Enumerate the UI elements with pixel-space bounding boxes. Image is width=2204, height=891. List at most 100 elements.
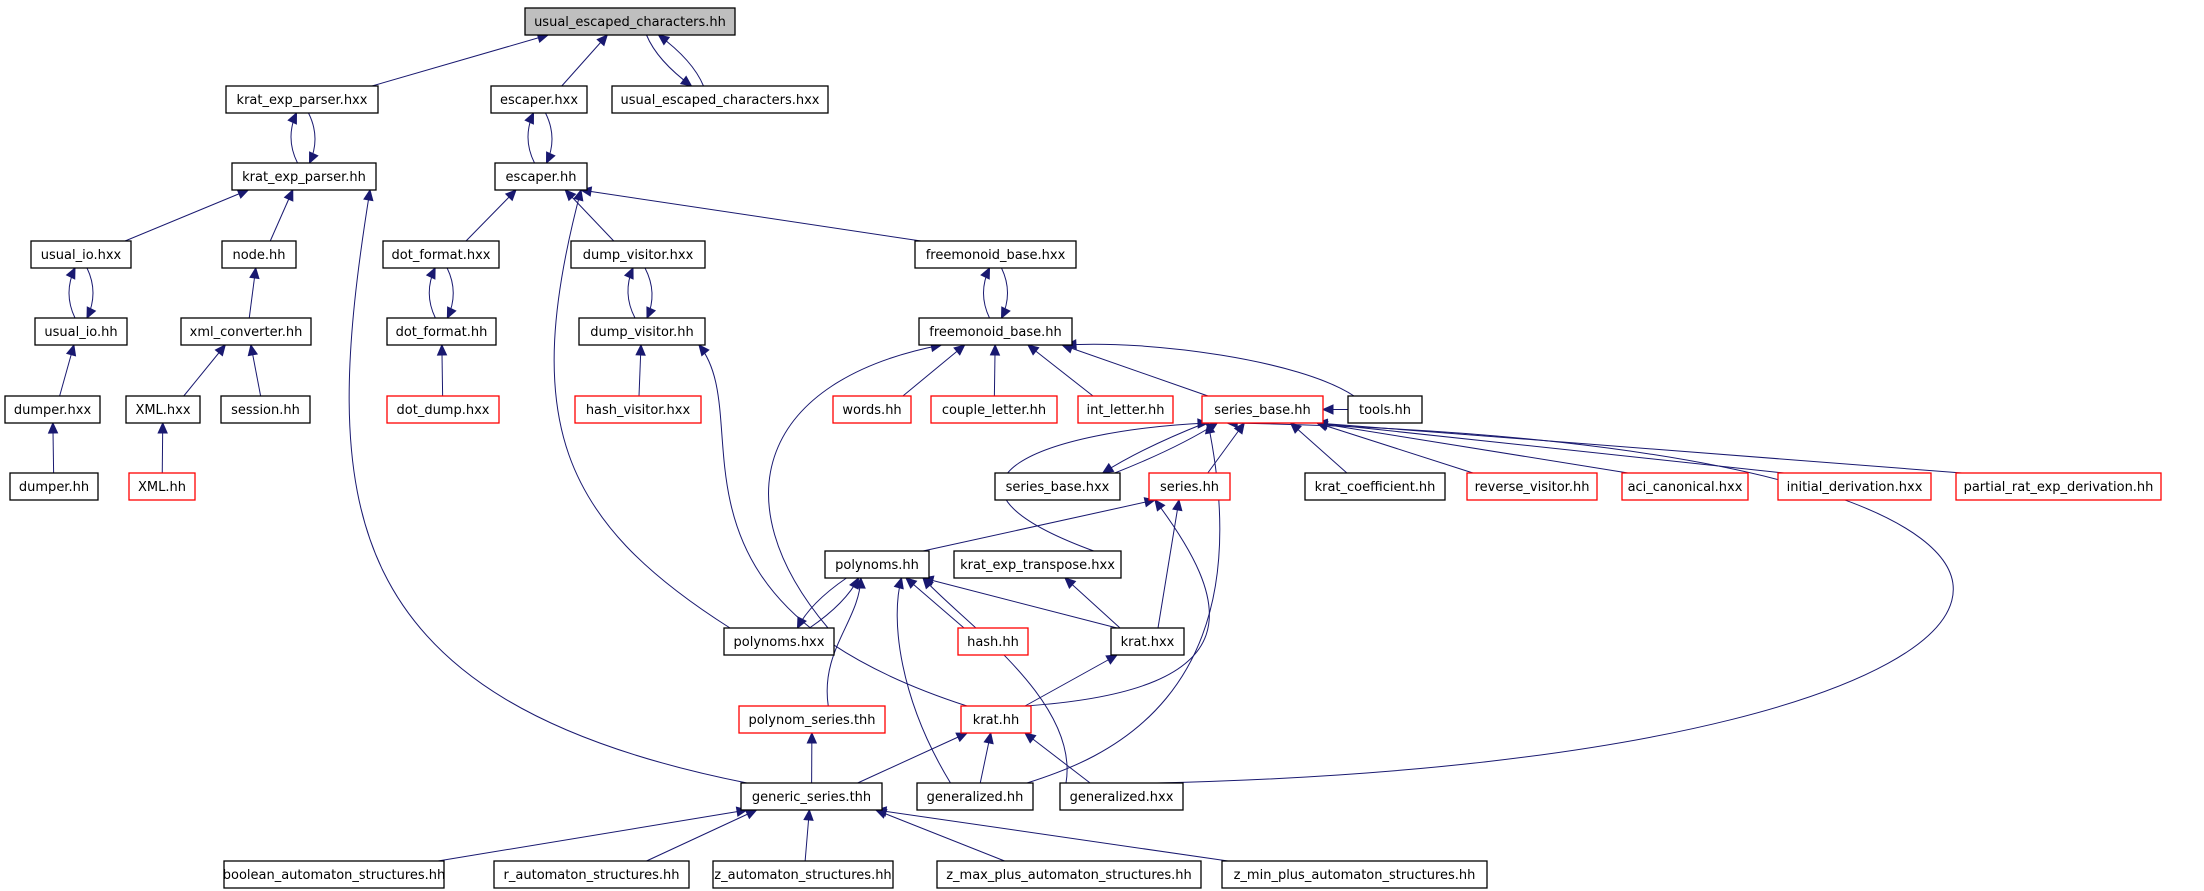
- node-label: polynoms.hxx: [734, 635, 825, 650]
- node-series-hh[interactable]: series.hh: [1148, 472, 1231, 501]
- node-xml-hxx[interactable]: XML.hxx: [125, 395, 201, 424]
- edge-arrowhead: [698, 344, 710, 357]
- node-escaper-hh[interactable]: escaper.hh: [494, 162, 588, 191]
- node-xml-converter-hh[interactable]: xml_converter.hh: [180, 317, 312, 346]
- node-usual-io-hxx[interactable]: usual_io.hxx: [30, 240, 132, 269]
- node-z-automaton-structures-hh[interactable]: z_automaton_structures.hh: [712, 860, 894, 889]
- node-label: dump_visitor.hxx: [583, 248, 694, 263]
- edge-xml_hxx-to-xml_converter_hh: [183, 344, 227, 397]
- node-hash-visitor-hxx[interactable]: hash_visitor.hxx: [574, 395, 702, 424]
- node-krat-exp-transpose-hxx[interactable]: krat_exp_transpose.hxx: [953, 550, 1122, 579]
- edge-krat_coefficient_hh-to-series_base_hh: [1289, 422, 1348, 474]
- node-box: [34, 317, 128, 346]
- node-boolean-automaton-structures-hh[interactable]: boolean_automaton_structures.hh: [223, 860, 446, 889]
- node-box: [128, 472, 196, 501]
- edge-arrowhead: [855, 576, 866, 589]
- node-polynom-series-thh[interactable]: polynom_series.thh: [738, 705, 886, 734]
- node-couple-letter-hh[interactable]: couple_letter.hh: [930, 395, 1058, 424]
- edge-layer: [47, 32, 1963, 862]
- node-box: [524, 7, 736, 36]
- edge-line: [896, 577, 951, 784]
- node-krat-hh[interactable]: krat.hh: [960, 705, 1032, 734]
- edge-line: [1024, 732, 1091, 784]
- node-krat-exp-parser-hxx[interactable]: krat_exp_parser.hxx: [225, 85, 379, 114]
- node-z-min-plus-automaton-structures-hh[interactable]: z_min_plus_automaton_structures.hh: [1221, 860, 1488, 889]
- node-generalized-hxx[interactable]: generalized.hxx: [1059, 782, 1184, 811]
- edge-line: [1156, 422, 1954, 784]
- node-label: couple_letter.hh: [942, 403, 1046, 418]
- node-polynoms-hxx[interactable]: polynoms.hxx: [723, 627, 835, 656]
- node-polynoms-hh[interactable]: polynoms.hh: [824, 550, 930, 579]
- edge-line: [553, 189, 731, 629]
- node-dot-format-hxx[interactable]: dot_format.hxx: [382, 240, 500, 269]
- node-usual-escaped-characters-hxx[interactable]: usual_escaped_characters.hxx: [611, 85, 829, 114]
- edge-arrowhead: [524, 111, 535, 125]
- edge-dump_visitor_hxx-to-escaper_hh: [564, 189, 615, 242]
- node-krat-coefficient-hh[interactable]: krat_coefficient.hh: [1304, 472, 1446, 501]
- node-krat-hxx[interactable]: krat.hxx: [1110, 627, 1185, 656]
- node-aci-canonical-hxx[interactable]: aci_canonical.hxx: [1621, 472, 1749, 501]
- edge-arrowhead: [744, 809, 758, 820]
- edge-krat_hxx-to-krat_exp_transpose_hxx: [1064, 577, 1121, 629]
- edge-generalized_hh-to-series_base_hh: [1026, 421, 1221, 784]
- edge-arrowhead: [679, 75, 693, 87]
- node-tools-hh[interactable]: tools.hh: [1347, 395, 1423, 424]
- node-partial-rat-exp-derivation-hh[interactable]: partial_rat_exp_derivation.hh: [1955, 472, 2162, 501]
- edge-line: [857, 732, 968, 784]
- node-int-letter-hh[interactable]: int_letter.hh: [1077, 395, 1174, 424]
- node-label: usual_escaped_characters.hh: [534, 15, 726, 30]
- edge-line: [1316, 422, 1474, 474]
- node-dumper-hxx[interactable]: dumper.hxx: [4, 395, 101, 424]
- edge-line: [1316, 422, 1629, 474]
- node-freemonoid-base-hxx[interactable]: freemonoid_base.hxx: [914, 240, 1077, 269]
- node-label: tools.hh: [1359, 403, 1411, 418]
- edge-dumper_hxx-to-usual_io_hh: [59, 343, 77, 397]
- node-node-hh[interactable]: node.hh: [221, 240, 297, 269]
- node-dumper-hh[interactable]: dumper.hh: [9, 472, 99, 501]
- node-freemonoid-base-hh[interactable]: freemonoid_base.hh: [918, 317, 1073, 346]
- edge-arrowhead: [803, 808, 814, 821]
- node-r-automaton-structures-hh[interactable]: r_automaton_structures.hh: [493, 860, 690, 889]
- node-initial-derivation-hxx[interactable]: initial_derivation.hxx: [1777, 472, 1932, 501]
- node-escaper-hxx[interactable]: escaper.hxx: [490, 85, 588, 114]
- edge-line: [465, 189, 517, 242]
- node-series-base-hh[interactable]: series_base.hh: [1201, 395, 1324, 424]
- node-box: [960, 705, 1032, 734]
- node-series-base-hxx[interactable]: series_base.hxx: [994, 472, 1121, 501]
- edge-arrowhead: [1064, 577, 1077, 589]
- node-xml-hh[interactable]: XML.hh: [128, 472, 196, 501]
- node-krat-exp-parser-hh[interactable]: krat_exp_parser.hh: [231, 162, 377, 191]
- edge-arrowhead: [47, 421, 59, 434]
- node-reverse-visitor-hh[interactable]: reverse_visitor.hh: [1466, 472, 1598, 501]
- node-words-hh[interactable]: words.hh: [832, 395, 912, 424]
- edge-arrowhead: [989, 343, 1001, 356]
- node-z-max-plus-automaton-structures-hh[interactable]: z_max_plus_automaton_structures.hh: [936, 860, 1202, 889]
- edge-z_automaton_structures_hh-to-generic_series_thh: [803, 808, 814, 862]
- node-dump-visitor-hh[interactable]: dump_visitor.hh: [578, 317, 706, 346]
- node-dump-visitor-hxx[interactable]: dump_visitor.hxx: [570, 240, 706, 269]
- edge-session_hh-to-xml_converter_hh: [247, 343, 262, 397]
- node-dot-format-hh[interactable]: dot_format.hh: [386, 317, 497, 346]
- node-hash-hh[interactable]: hash.hh: [957, 627, 1029, 656]
- node-usual-escaped-characters-hh: usual_escaped_characters.hh: [524, 7, 736, 36]
- edge-line: [1102, 422, 1206, 474]
- node-box: [570, 240, 706, 269]
- edge-dot_dump_hxx-to-dot_format_hh: [436, 343, 448, 397]
- edge-dump_visitor_hh-to-dump_visitor_hxx: [623, 266, 636, 319]
- edge-partial_rat_exp_derivation_hh-to-series_base_hh: [1315, 418, 1963, 474]
- edge-polynom_series_thh-to-polynoms_hh: [826, 576, 866, 707]
- node-box: [1110, 627, 1185, 656]
- node-usual-io-hh[interactable]: usual_io.hh: [34, 317, 128, 346]
- edge-dump_visitor_hxx-to-dump_visitor_hh: [644, 267, 657, 320]
- edge-line: [1316, 422, 1963, 474]
- node-label: usual_escaped_characters.hxx: [621, 93, 820, 108]
- edge-arrowhead: [980, 266, 991, 280]
- edge-line: [1290, 422, 1348, 474]
- node-box: [9, 472, 99, 501]
- node-box: [125, 395, 201, 424]
- node-generalized-hh[interactable]: generalized.hh: [916, 782, 1034, 811]
- node-label: int_letter.hh: [1086, 403, 1164, 418]
- node-dot-dump-hxx[interactable]: dot_dump.hxx: [386, 395, 500, 424]
- node-generic-series-thh[interactable]: generic_series.thh: [740, 782, 883, 811]
- node-session-hh[interactable]: session.hh: [220, 395, 311, 424]
